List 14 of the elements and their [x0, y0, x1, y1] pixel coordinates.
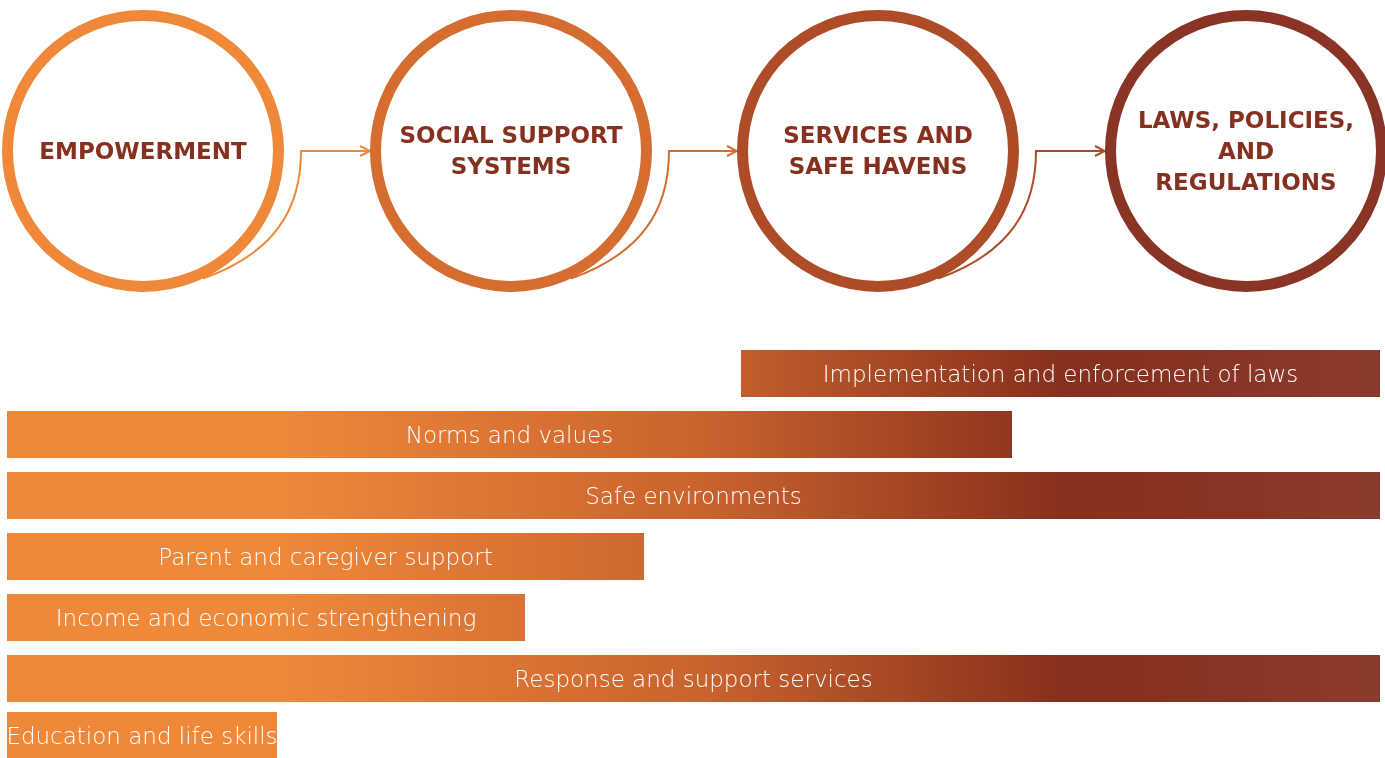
stage-circle: EMPOWERMENT [2, 10, 284, 292]
stage-circle: SERVICES AND SAFE HAVENS [737, 10, 1019, 292]
stage-circle: LAWS, POLICIES, AND REGULATIONS [1105, 10, 1385, 292]
range-bar: Norms and values [7, 411, 1012, 458]
range-bar: Implementation and enforcement of laws [741, 350, 1380, 397]
range-bar: Response and support services [7, 655, 1380, 702]
arrow [937, 145, 1106, 280]
arrow [570, 145, 738, 280]
range-bar: Parent and caregiver support [7, 533, 644, 580]
stage-circle: SOCIAL SUPPORT SYSTEMS [370, 10, 652, 292]
arrow [202, 145, 371, 280]
range-bar: Safe environments [7, 472, 1380, 519]
range-bar: Education and life skills [7, 712, 277, 758]
range-bar: Income and economic strengthening [7, 594, 525, 641]
